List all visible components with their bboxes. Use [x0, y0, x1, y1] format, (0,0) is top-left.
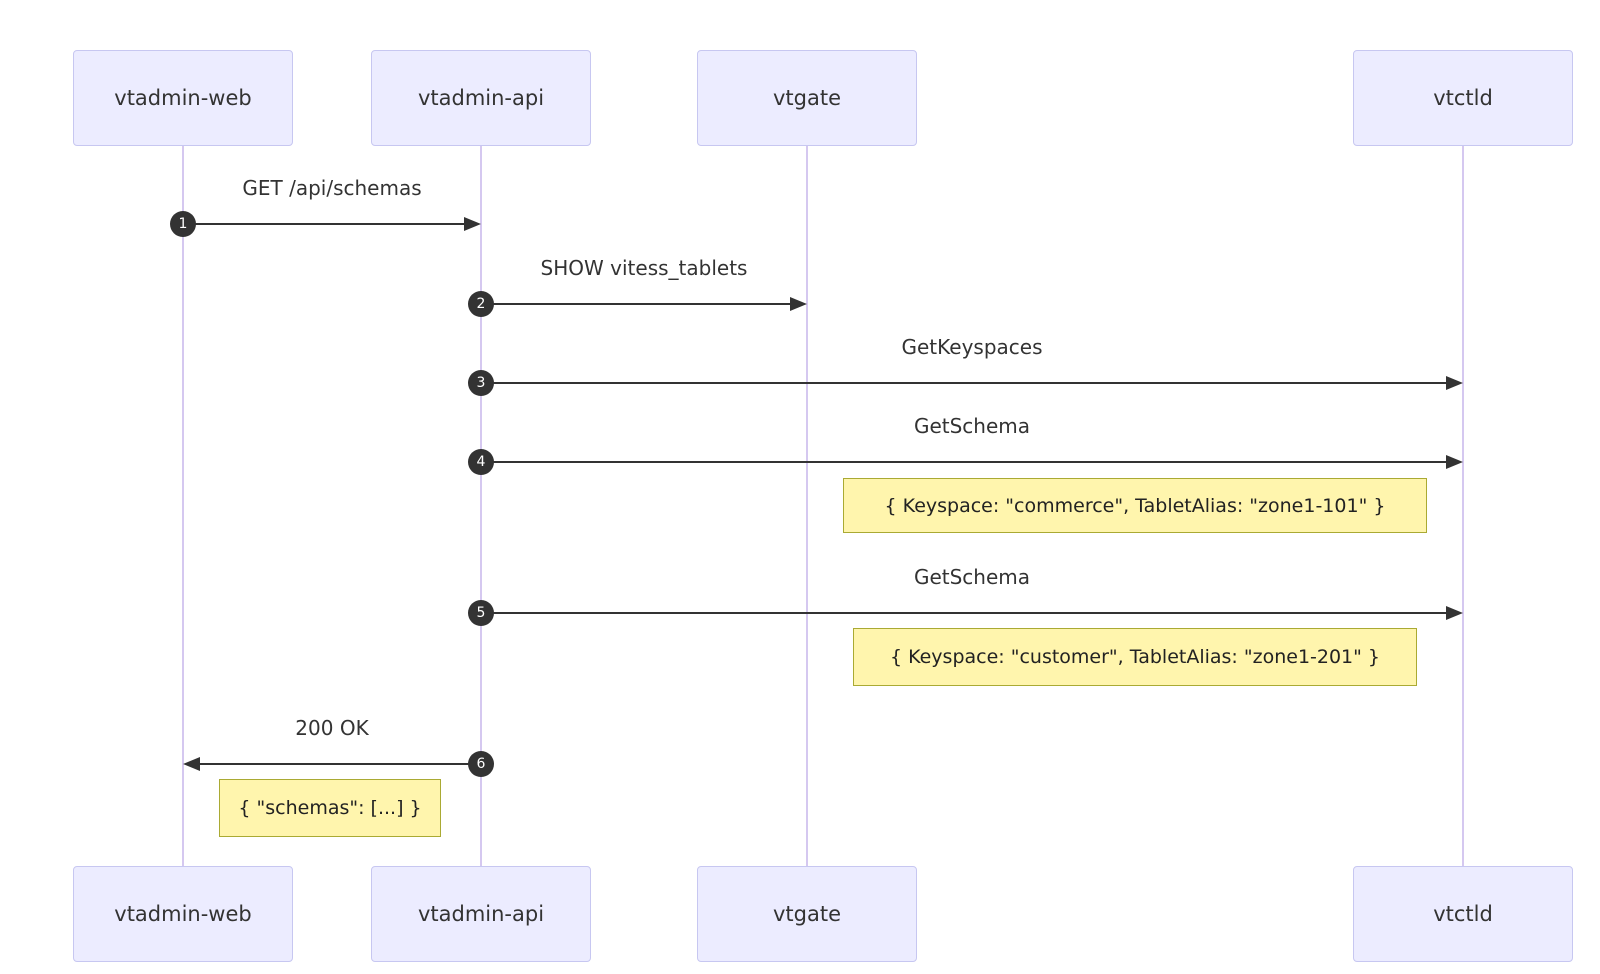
actor-vtadmin-web-bottom: vtadmin-web [73, 866, 293, 962]
message-5-line [481, 612, 1446, 614]
sequence-number-4: 4 [468, 449, 494, 475]
message-4-line [481, 461, 1446, 463]
lifeline-vtgate [806, 146, 808, 866]
actor-vtctld-bottom: vtctld [1353, 866, 1573, 962]
actor-vtgate-bottom: vtgate [697, 866, 917, 962]
arrowhead-left-icon [183, 757, 200, 771]
actor-vtadmin-api-bottom: vtadmin-api [371, 866, 591, 962]
sequence-number-1: 1 [170, 211, 196, 237]
message-2-label: SHOW vitess_tablets [540, 256, 748, 280]
lifeline-vtadmin-web [182, 146, 184, 866]
arrowhead-right-icon [1446, 376, 1463, 390]
message-1-line [183, 223, 466, 225]
arrowhead-right-icon [1446, 455, 1463, 469]
actor-vtgate-top: vtgate [697, 50, 917, 146]
message-1-label: GET /api/schemas [242, 176, 422, 200]
sequence-number-3: 3 [468, 370, 494, 396]
message-2-line [481, 303, 790, 305]
message-3-line [481, 382, 1446, 384]
message-6-label: 200 OK [295, 716, 369, 740]
message-4-label: GetSchema [913, 414, 1031, 438]
message-3-label: GetKeyspaces [901, 335, 1043, 359]
message-6-line [200, 763, 481, 765]
sequence-number-6: 6 [468, 751, 494, 777]
arrowhead-right-icon [1446, 606, 1463, 620]
note-commerce: { Keyspace: "commerce", TabletAlias: "zo… [843, 478, 1427, 533]
actor-vtctld-top: vtctld [1353, 50, 1573, 146]
note-customer: { Keyspace: "customer", TabletAlias: "zo… [853, 628, 1417, 686]
arrowhead-right-icon [464, 217, 481, 231]
arrowhead-right-icon [790, 297, 807, 311]
lifeline-vtctld [1462, 146, 1464, 866]
lifeline-vtadmin-api [480, 146, 482, 866]
actor-vtadmin-api-top: vtadmin-api [371, 50, 591, 146]
actor-vtadmin-web-top: vtadmin-web [73, 50, 293, 146]
sequence-number-5: 5 [468, 600, 494, 626]
note-schemas: { "schemas": [...] } [219, 779, 441, 837]
sequence-number-2: 2 [468, 291, 494, 317]
message-5-label: GetSchema [913, 565, 1031, 589]
